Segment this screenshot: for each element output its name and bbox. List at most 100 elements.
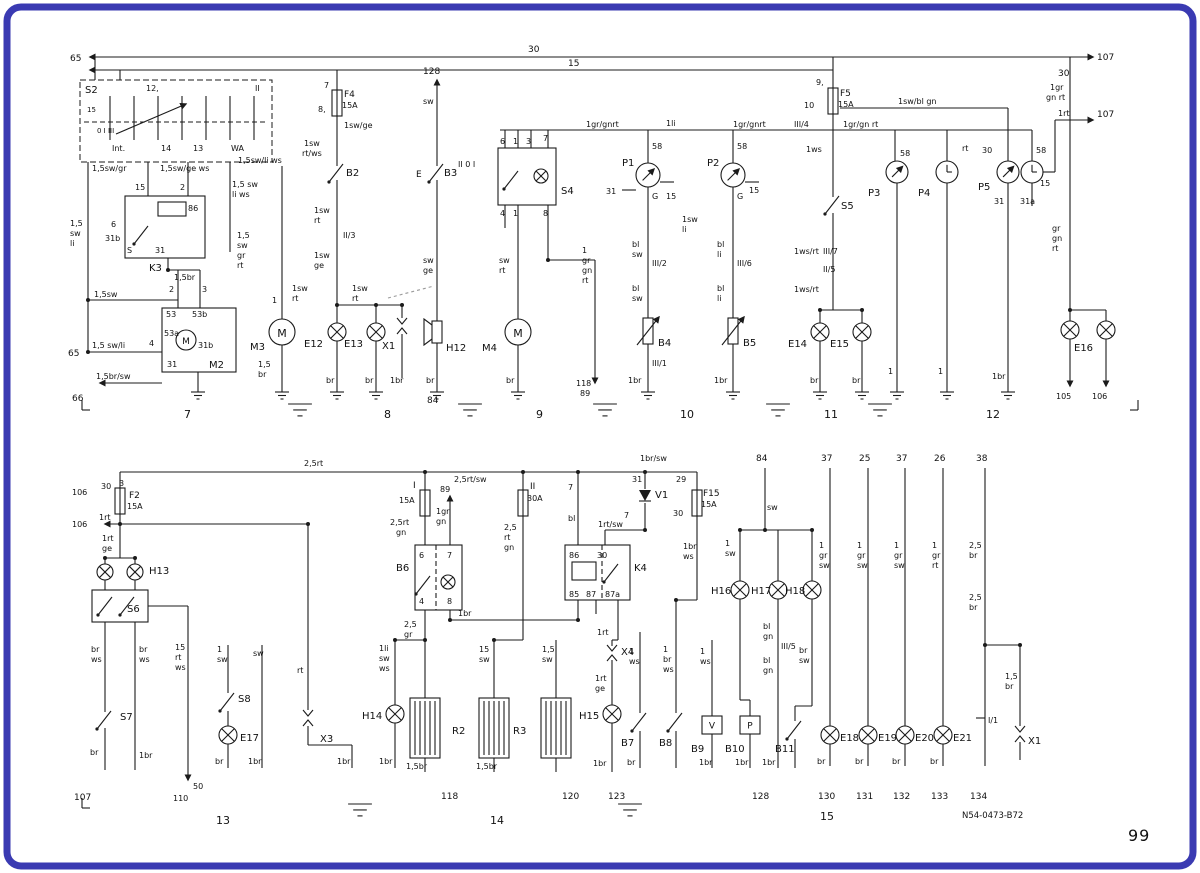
label: 1br <box>379 757 393 766</box>
label: 1 <box>888 367 893 376</box>
junction-dot <box>1018 643 1022 647</box>
label: 30 <box>101 482 111 491</box>
label: 85 <box>569 590 579 599</box>
box-outline <box>91 589 149 623</box>
label: 30 <box>1058 69 1070 79</box>
sym-B6-lamp <box>440 574 456 590</box>
ground-rail-symbol <box>868 403 892 417</box>
switch-lever-icon <box>415 575 431 595</box>
label: 58 <box>1036 146 1046 155</box>
lamp-body-icon <box>810 322 830 342</box>
label: 8 <box>384 408 391 421</box>
label: 15 <box>1040 179 1050 188</box>
switch-pivot <box>823 212 827 216</box>
label: II <box>255 84 260 93</box>
motor-body-icon <box>268 318 296 346</box>
sym-S2 <box>79 79 273 163</box>
label: rt <box>582 276 588 285</box>
sym-E15 <box>852 322 872 342</box>
lamp-cross <box>98 565 112 579</box>
lamp-body-icon <box>366 322 386 342</box>
lamp-cross <box>605 707 619 721</box>
label: B5 <box>743 338 756 349</box>
sym-E16b <box>1096 320 1116 340</box>
label: 1rt <box>595 674 607 683</box>
lamp-cross <box>1099 323 1113 337</box>
label: 3 <box>202 285 207 294</box>
label: 107 <box>74 793 91 803</box>
label: R2 <box>452 726 465 737</box>
label: 132 <box>893 792 910 802</box>
label: II <box>530 482 535 492</box>
label: 1gr/gnrt <box>586 120 619 129</box>
ground-symbol <box>191 391 205 400</box>
label: 0 I III <box>97 127 114 135</box>
motor-body-icon <box>504 318 532 346</box>
label: 1br <box>337 757 351 766</box>
label: 1br <box>628 376 642 385</box>
label: 30 <box>528 45 540 55</box>
label: 15 <box>749 186 759 195</box>
label: 2,5 <box>504 523 517 532</box>
label: 65 <box>68 349 79 359</box>
label: 89 <box>440 485 450 494</box>
label: sw <box>70 229 81 238</box>
label: 1,5sw <box>94 290 118 299</box>
label: br <box>139 645 148 654</box>
ground-symbol <box>330 391 344 400</box>
lamp-cross <box>733 583 747 597</box>
label: B2 <box>346 168 359 179</box>
label: 4 <box>419 597 424 606</box>
sym-R3a <box>478 697 510 759</box>
label: 86 <box>569 551 579 560</box>
lamp-cross <box>535 170 547 182</box>
label: br <box>365 376 374 385</box>
label: 1br/sw <box>640 454 667 463</box>
junction-dot <box>86 350 90 354</box>
label: 7 <box>624 511 629 520</box>
junction-dot <box>335 303 339 307</box>
sym-F5 <box>827 87 839 115</box>
label: 15 <box>666 192 676 201</box>
label: 12, <box>146 84 159 93</box>
label: 1 <box>582 246 587 255</box>
label: 107 <box>1097 53 1114 63</box>
label: gn <box>763 666 773 675</box>
sym-B6 <box>414 544 463 611</box>
lamp-cross <box>128 565 142 579</box>
label: 38 <box>976 454 988 464</box>
label: gr <box>404 630 413 639</box>
label: F2 <box>129 491 140 501</box>
sym-R3b <box>540 697 572 759</box>
label: 15A <box>701 500 717 509</box>
label: sw <box>799 656 810 665</box>
label: br <box>506 376 515 385</box>
label: V1 <box>655 490 668 501</box>
label: H16 <box>711 586 731 597</box>
label: 84 <box>756 454 768 464</box>
sym-P5b <box>1020 160 1044 184</box>
label: 31 <box>606 187 616 196</box>
label: 1sw <box>314 251 330 260</box>
label: ge <box>102 544 112 553</box>
label: 1,5 <box>542 645 555 654</box>
sym-F4 <box>331 89 343 117</box>
label: 1 <box>932 541 937 550</box>
label: E20 <box>915 733 934 744</box>
label: bl <box>717 240 724 249</box>
label: 1 <box>663 645 668 654</box>
label: 1br <box>139 751 153 760</box>
label: 12 <box>986 408 1000 421</box>
label: 1 <box>725 539 730 548</box>
label: 8 <box>543 209 548 218</box>
label: H13 <box>149 566 169 577</box>
label: 1rt <box>597 628 609 637</box>
label: 58 <box>737 142 747 151</box>
label: 1rt/sw <box>598 520 623 529</box>
connector-icon <box>396 317 408 335</box>
lamp-cross <box>861 728 875 742</box>
label: II/5 <box>823 265 836 274</box>
lamp-body-icon <box>385 704 405 724</box>
label: ws <box>700 657 711 666</box>
label: 30 <box>982 146 992 155</box>
